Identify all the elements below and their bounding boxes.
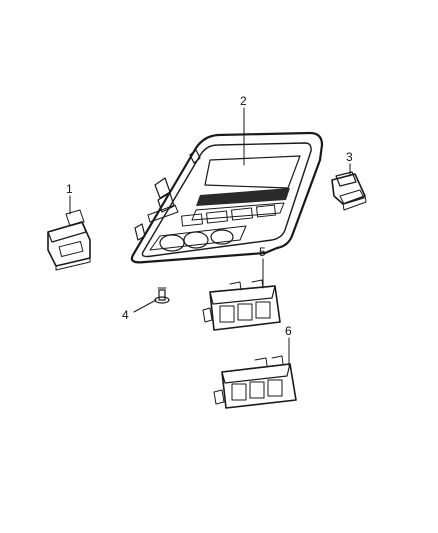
overhead-console-housing <box>130 131 324 264</box>
console-buttons <box>181 204 276 227</box>
switch-module-1 <box>47 209 91 271</box>
callout-2: 2 <box>240 94 247 108</box>
callout-1: 1 <box>66 182 73 196</box>
screw-fastener <box>154 287 170 304</box>
callout-3: 3 <box>346 150 353 164</box>
callout-5: 5 <box>259 245 266 259</box>
callout-4: 4 <box>122 308 129 322</box>
switch-module-3 <box>331 171 367 211</box>
control-module-5 <box>202 279 281 331</box>
leader-lines <box>69 107 351 367</box>
callout-6: 6 <box>285 324 292 338</box>
control-module-6 <box>213 355 297 409</box>
